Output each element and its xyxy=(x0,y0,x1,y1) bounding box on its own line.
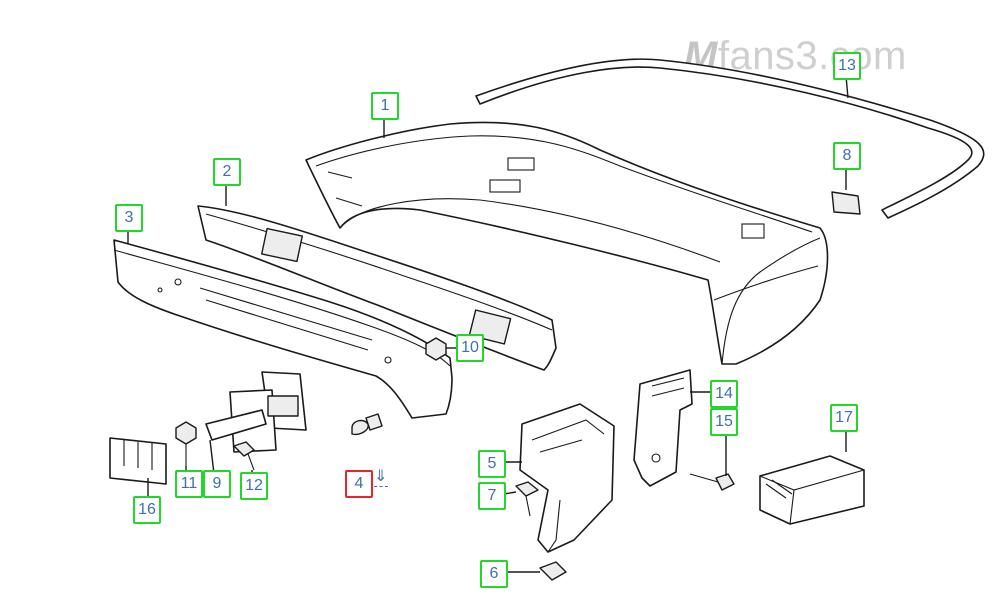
part-12-bolt[interactable] xyxy=(233,441,255,471)
part-8-clip[interactable] xyxy=(831,191,861,215)
callout-11[interactable]: 11 xyxy=(175,470,203,498)
callout-12[interactable]: 12 xyxy=(240,472,268,500)
selection-arrow-icon: ⇓ xyxy=(374,468,388,485)
callout-16[interactable]: 16 xyxy=(133,496,161,524)
callout-13[interactable]: 13 xyxy=(833,52,861,80)
callout-17[interactable]: 17 xyxy=(830,404,858,432)
part-6-clip-nut[interactable] xyxy=(539,561,567,581)
part-13-trim-strip[interactable] xyxy=(475,58,985,219)
part-17-package[interactable] xyxy=(759,455,865,525)
part-14-bracket[interactable] xyxy=(633,369,693,487)
callout-6[interactable]: 6 xyxy=(480,560,508,588)
watermark-logo: Mfans3.com xyxy=(684,34,907,79)
part-16-shim[interactable] xyxy=(109,437,167,485)
callout-2[interactable]: 2 xyxy=(213,158,241,186)
callout-10[interactable]: 10 xyxy=(456,334,484,362)
selection-dash xyxy=(374,486,388,487)
part-4-clip[interactable] xyxy=(351,413,383,436)
part-10-nut[interactable] xyxy=(425,337,447,361)
watermark-text: fans3.com xyxy=(717,34,907,78)
callout-14[interactable]: 14 xyxy=(710,380,738,408)
callout-5[interactable]: 5 xyxy=(478,450,506,478)
callout-9[interactable]: 9 xyxy=(203,470,231,498)
part-2-bumper-bar[interactable] xyxy=(197,205,557,371)
callout-1[interactable]: 1 xyxy=(371,92,399,120)
part-5-side-guide[interactable] xyxy=(519,403,615,553)
part-11-bolt[interactable] xyxy=(175,421,197,466)
callout-15[interactable]: 15 xyxy=(710,408,738,436)
callout-4-selected[interactable]: 4 xyxy=(345,470,373,498)
part-9-mount[interactable] xyxy=(205,371,307,453)
part-1-bumper-shell[interactable] xyxy=(305,121,829,365)
part-7-screw[interactable] xyxy=(515,481,539,517)
callout-8[interactable]: 8 xyxy=(833,142,861,170)
callout-3[interactable]: 3 xyxy=(115,204,143,232)
callout-7[interactable]: 7 xyxy=(478,482,506,510)
part-15-bolt[interactable] xyxy=(689,473,735,491)
